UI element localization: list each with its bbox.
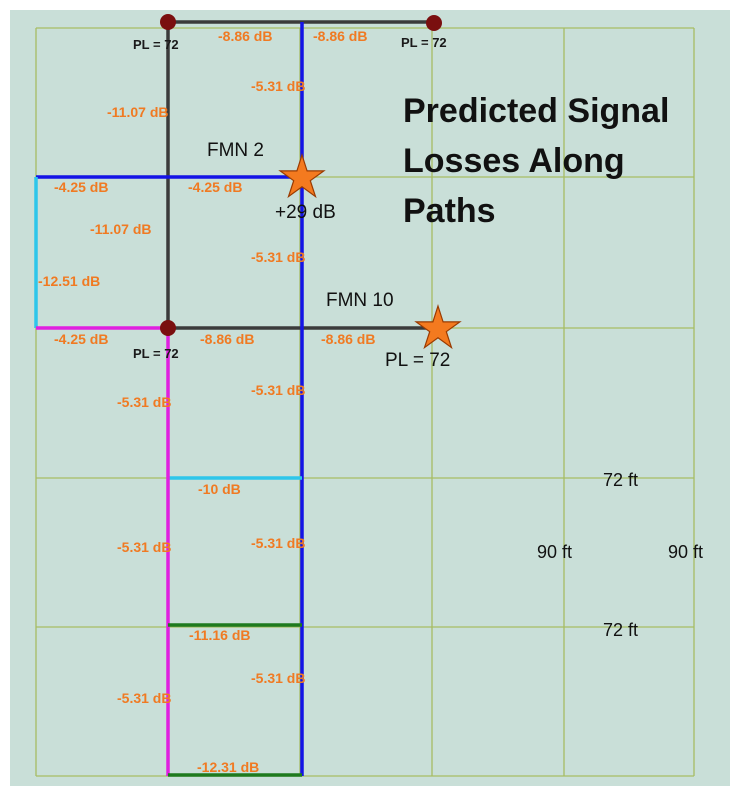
loss-label: -4.25 dB xyxy=(54,331,108,347)
loss-label: -11.16 dB xyxy=(189,627,250,643)
loss-label: -12.51 dB xyxy=(38,273,100,289)
loss-label: -8.86 dB xyxy=(321,331,375,347)
loss-label: -11.07 dB xyxy=(90,221,151,237)
fmn2-note: +29 dB xyxy=(275,202,336,223)
pl-label-top-right: PL = 72 xyxy=(401,35,447,50)
loss-label: -5.31 dB xyxy=(251,78,305,94)
loss-label: -5.31 dB xyxy=(117,539,171,555)
loss-label: -5.31 dB xyxy=(251,382,305,398)
diagram-title-line-1: Predicted Signal xyxy=(403,92,669,130)
loss-label: -10 dB xyxy=(198,481,241,497)
loss-label: -5.31 dB xyxy=(117,394,171,410)
fmn10-label: FMN 10 xyxy=(326,290,394,311)
floor-background xyxy=(10,10,730,786)
dimension-height-left: 90 ft xyxy=(537,542,572,562)
blue-paths xyxy=(36,22,304,776)
loss-label: -8.86 dB xyxy=(200,331,254,347)
loss-label: -11.07 dB xyxy=(107,104,168,120)
diagram-title-line-2: Losses Along xyxy=(403,142,625,180)
diagram-title-line-3: Paths xyxy=(403,192,496,230)
node-dot-icon xyxy=(426,15,442,31)
loss-label: -8.86 dB xyxy=(313,28,367,44)
fmn2-star-icon xyxy=(278,153,326,199)
fmn2-label: FMN 2 xyxy=(207,140,264,161)
green-paths xyxy=(168,623,302,777)
fmn10-star-icon xyxy=(414,304,462,350)
magenta-paths xyxy=(36,326,170,776)
pl-label-top-left: PL = 72 xyxy=(133,37,179,52)
loss-label: -5.31 dB xyxy=(251,535,305,551)
dimension-width-top: 72 ft xyxy=(603,470,638,490)
fmn10-note: PL = 72 xyxy=(385,350,450,371)
loss-label: -5.31 dB xyxy=(251,249,305,265)
node-dot-icon xyxy=(160,14,176,30)
loss-label: -8.86 dB xyxy=(218,28,272,44)
dimension-height-right: 90 ft xyxy=(668,542,703,562)
loss-label: -5.31 dB xyxy=(251,670,305,686)
loss-label: -4.25 dB xyxy=(54,179,108,195)
dimension-width-bottom: 72 ft xyxy=(603,620,638,640)
loss-label: -12.31 dB xyxy=(197,759,259,775)
pl-label-middle-left: PL = 72 xyxy=(133,346,179,361)
loss-label: -4.25 dB xyxy=(188,179,242,195)
loss-label: -5.31 dB xyxy=(117,690,171,706)
cyan-paths xyxy=(34,177,302,480)
node-dot-icon xyxy=(160,320,176,336)
